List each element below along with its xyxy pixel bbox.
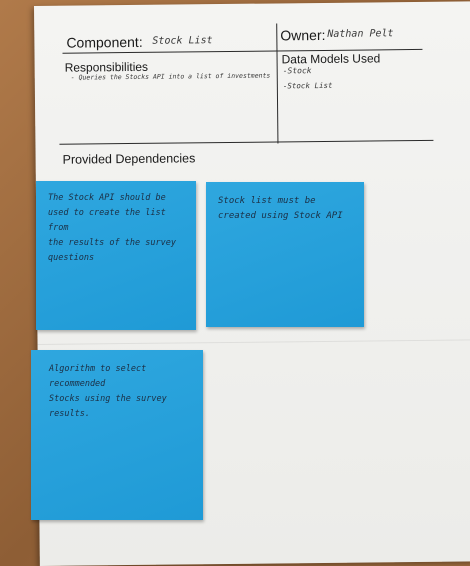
data-model-item: -Stock List [282, 80, 333, 91]
data-model-item: -Stock [282, 66, 312, 76]
section-divider [59, 139, 434, 145]
sticky-note: Algorithm to select recommended Stocks u… [31, 350, 203, 520]
sticky-note: The Stock API should be used to create t… [36, 181, 196, 330]
column-divider [276, 23, 279, 144]
owner-label: Owner: [280, 26, 326, 44]
owner-value: Nathan Pelt [327, 28, 394, 40]
paper-fold [37, 339, 470, 345]
component-label: Component: [66, 33, 143, 51]
responsibility-item: - Queries the Stocks API into a list of … [70, 71, 271, 82]
sticky-note-text: Stock list must be created using Stock A… [218, 196, 343, 221]
sticky-note: Stock list must be created using Stock A… [206, 182, 364, 327]
sticky-note-text: The Stock API should be used to create t… [48, 193, 176, 263]
component-value: Stock List [152, 35, 213, 47]
sticky-note-text: Algorithm to select recommended Stocks u… [49, 364, 167, 419]
provided-dependencies-title: Provided Dependencies [62, 151, 196, 167]
data-models-title: Data Models Used [281, 51, 381, 67]
